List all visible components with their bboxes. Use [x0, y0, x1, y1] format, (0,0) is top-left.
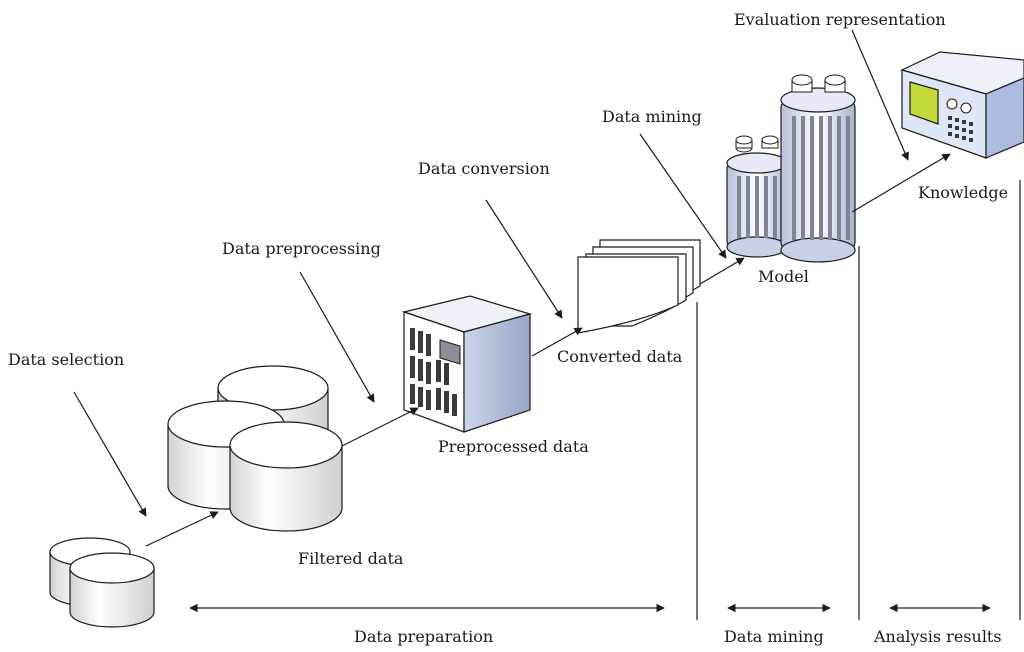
- label-phase-analysis-results: Analysis results: [873, 627, 1002, 646]
- diagram-labels: Data selection Data preprocessing Data c…: [8, 10, 1008, 646]
- label-data-mining-step: Data mining: [602, 107, 702, 126]
- device-screen: [909, 81, 939, 125]
- arrow-converted-to-model: [699, 257, 745, 285]
- label-converted-data: Converted data: [557, 347, 683, 366]
- knowledge-device-icon: [900, 51, 1024, 159]
- label-data-conversion: Data conversion: [418, 159, 550, 178]
- model-column-large: [780, 74, 856, 263]
- arrow-preprocessed-to-converted: [531, 327, 583, 357]
- arrow-filtered-to-preprocessed: [341, 407, 419, 447]
- pointer-data-preprocessing: [299, 271, 375, 403]
- preprocessing-server-icon: [401, 295, 533, 433]
- phase-separators: [696, 180, 1021, 620]
- device-keypad: [946, 98, 973, 142]
- server-vent-grill: [410, 328, 457, 416]
- flow-arrows: [145, 153, 951, 547]
- pointer-evaluation-representation: [851, 29, 909, 161]
- converted-data-pages: [577, 239, 701, 334]
- pointer-data-selection: [73, 391, 147, 517]
- label-data-selection: Data selection: [8, 350, 124, 369]
- filtered-data-cylinders: [167, 365, 343, 532]
- pointer-data-mining: [639, 133, 727, 259]
- pointer-data-conversion: [485, 199, 563, 319]
- source-data-cylinders: [49, 537, 155, 628]
- filtered-cylinder-front: [229, 421, 343, 532]
- label-preprocessed-data: Preprocessed data: [438, 437, 589, 456]
- model-columns-icon: [726, 74, 856, 263]
- source-cylinder-front: [69, 552, 155, 628]
- label-phase-data-mining: Data mining: [724, 627, 824, 646]
- label-model: Model: [758, 267, 809, 286]
- label-phase-data-preparation: Data preparation: [354, 627, 493, 646]
- label-evaluation-representation: Evaluation representation: [734, 10, 946, 29]
- arrow-model-to-knowledge: [851, 153, 951, 213]
- label-data-preprocessing: Data preprocessing: [222, 239, 381, 258]
- label-pointer-arrows: [73, 29, 909, 517]
- model-column-small: [726, 135, 788, 258]
- arrow-source-to-filtered: [145, 511, 219, 547]
- label-knowledge: Knowledge: [918, 183, 1008, 202]
- label-filtered-data: Filtered data: [298, 549, 404, 568]
